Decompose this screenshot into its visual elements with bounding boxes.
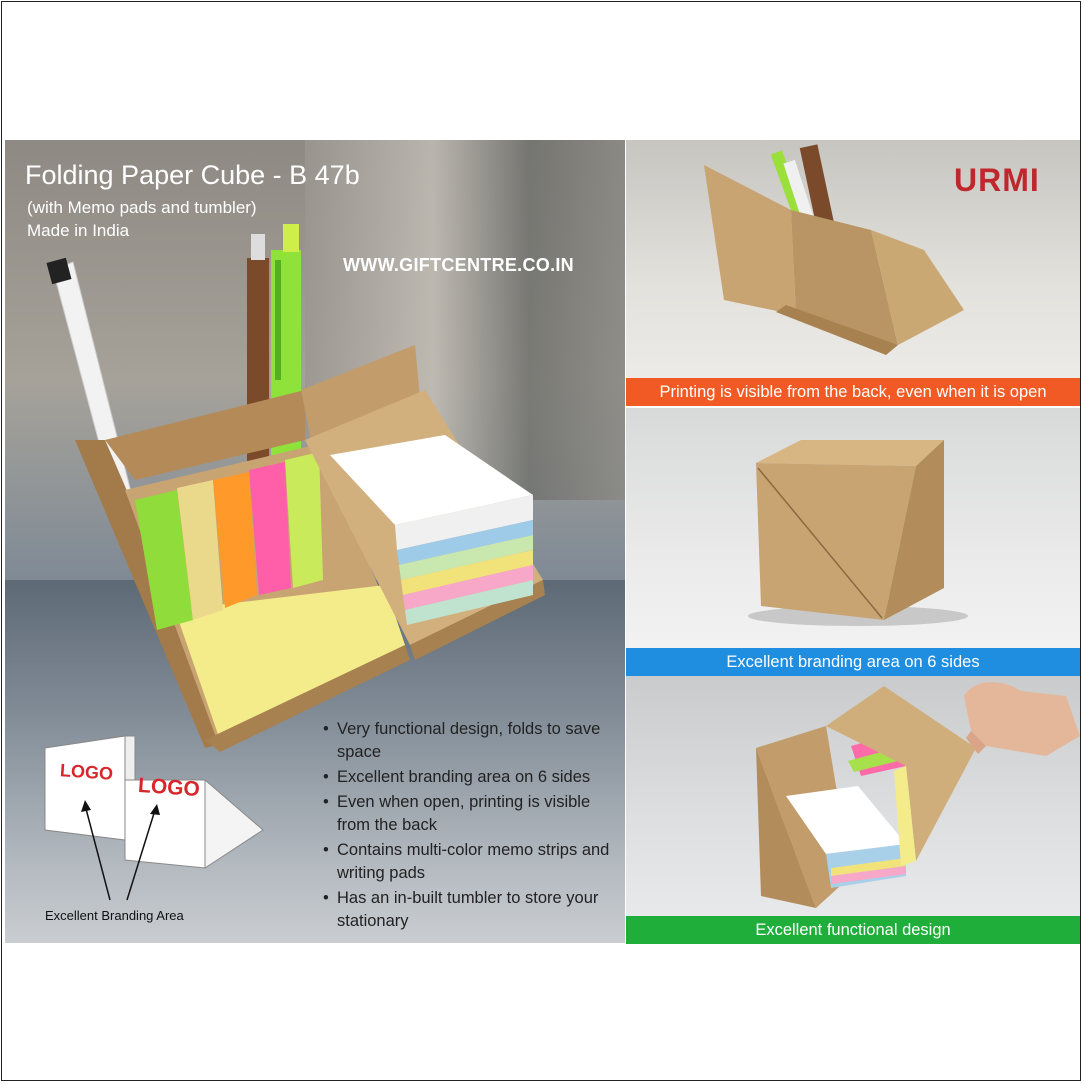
caption-bar-branding: Excellent branding area on 6 sides	[626, 648, 1080, 676]
product-subtitle: (with Memo pads and tumbler)	[27, 198, 257, 217]
memo-block	[330, 435, 533, 625]
feature-item: Has an in-built tumbler to store your st…	[323, 887, 623, 933]
website-url: WWW.GIFTCENTRE.CO.IN	[343, 255, 574, 275]
cube-back-illustration	[704, 144, 964, 355]
product-title: Folding Paper Cube - B 47b	[25, 160, 360, 190]
brand-logo: URMI	[954, 162, 1040, 198]
main-product-image: Folding Paper Cube - B 47b (with Memo pa…	[5, 140, 625, 943]
caption-bar-printing: Printing is visible from the back, even …	[626, 378, 1080, 406]
feature-item: Very functional design, folds to save sp…	[323, 718, 623, 764]
feature-item: Even when open, printing is visible from…	[323, 791, 623, 837]
panel-back-view	[626, 140, 1080, 380]
memo-strips	[135, 452, 323, 630]
logo-label-right: LOGO	[137, 773, 201, 802]
logo-label-left: LOGO	[59, 760, 114, 784]
branding-diagram	[44, 735, 264, 901]
feature-item: Excellent branding area on 6 sides	[323, 766, 623, 789]
hand-opening-cube-illustration	[756, 682, 1080, 908]
caption-bar-functional: Excellent functional design	[626, 916, 1080, 944]
panel-closed-cube	[626, 408, 1080, 648]
open-cube-illustration	[44, 224, 545, 901]
panel-functional	[626, 676, 1080, 916]
branding-area-caption: Excellent Branding Area	[45, 908, 184, 923]
feature-item: Contains multi-color memo strips and wri…	[323, 839, 623, 885]
closed-cube-illustration	[748, 440, 968, 626]
origin-text: Made in India	[27, 221, 130, 240]
feature-list: Very functional design, folds to save sp…	[323, 718, 623, 935]
